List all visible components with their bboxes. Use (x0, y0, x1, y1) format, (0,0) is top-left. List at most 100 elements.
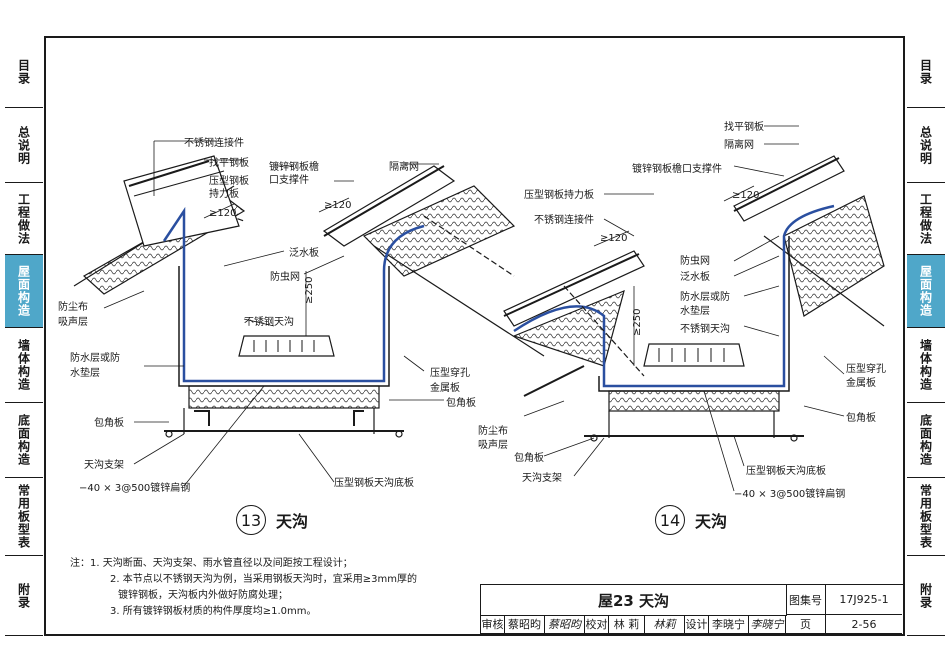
label-14n: 防尘布 (478, 424, 508, 437)
drawing-frame (44, 36, 905, 636)
detail-13-labels: 不锈钢连接件 找平钢板 压型钢板 持力板 镀锌钢板檐 口支撑件 隔离网 泛水板 … (58, 136, 476, 494)
nav-tab-1[interactable]: 总说明 (907, 108, 945, 183)
nav-tab-7[interactable]: 附录 (5, 556, 43, 636)
nav-tab-label: 工程做法 (16, 192, 31, 245)
checker-signature: 林莉 (645, 615, 685, 634)
label-13d: 持力板 (209, 187, 239, 200)
nav-tab-label: 底面构造 (16, 414, 31, 466)
nav-tab-1[interactable]: 总说明 (5, 108, 43, 183)
label-14q: 天沟支架 (522, 471, 562, 484)
label-13f: 口支撑件 (269, 173, 309, 186)
left-nav: 目录总说明工程做法屋面构造墙体构造底面构造常用板型表附录 (5, 36, 43, 636)
dim-14b: ≥120 (600, 233, 627, 244)
nav-tab-6[interactable]: 常用板型表 (907, 478, 945, 556)
detail-13-drawing (73, 140, 545, 487)
label-14e: 不锈钢连接件 (534, 213, 594, 226)
nav-tab-4[interactable]: 墙体构造 (5, 328, 43, 403)
label-14s: −40 × 3@500镀锌扁钢 (734, 487, 845, 500)
reviewer-signature: 蔡昭昀 (545, 615, 585, 634)
right-nav: 目录总说明工程做法屋面构造墙体构造底面构造常用板型表附录 (907, 36, 945, 636)
nav-tab-3[interactable]: 屋面构造 (907, 255, 945, 328)
detail-14-number: 14 (655, 505, 685, 535)
label-13l: 不锈钢天沟 (244, 315, 294, 328)
nav-tab-2[interactable]: 工程做法 (907, 183, 945, 255)
dim-13a: ≥120 (209, 208, 236, 219)
label-14c: 镀锌钢板檐口支撑件 (632, 162, 722, 175)
label-13c: 压型钢板 (209, 174, 249, 187)
detail-13-title: 天沟 (276, 512, 309, 531)
nav-tab-6[interactable]: 常用板型表 (5, 478, 43, 556)
label-14j: 不锈钢天沟 (680, 322, 730, 335)
detail-13-caption: 13 天沟 (236, 505, 308, 535)
detail-drawing: 不锈钢连接件 找平钢板 压型钢板 持力板 镀锌钢板檐 口支撑件 隔离网 泛水板 … (58, 120, 886, 500)
label-13s: 天沟支架 (84, 458, 124, 471)
nav-tab-label: 屋面构造 (16, 265, 31, 317)
nav-tab-0[interactable]: 目录 (5, 36, 43, 108)
detail-14-title: 天沟 (695, 512, 728, 531)
note-line: 3. 所有镀锌钢板材质的构件厚度均≥1.0mm。 (110, 606, 317, 617)
nav-tab-label: 常用板型表 (16, 484, 31, 549)
nav-tab-7[interactable]: 附录 (907, 556, 945, 636)
note-line: 2. 本节点以不锈钢天沟为例，当采用钢板天沟时，宜采用≥3mm厚的 (110, 574, 417, 585)
nav-tab-label: 附录 (918, 582, 933, 609)
designer-signature: 李晓宁 (749, 615, 786, 634)
label-14i: 水垫层 (680, 304, 710, 317)
label-14g: 泛水板 (680, 270, 710, 283)
dim-14a: ≥120 (732, 190, 759, 201)
label-14p: 包角板 (514, 451, 544, 464)
nav-tab-label: 目录 (16, 58, 31, 85)
label-13j: 防尘布 (58, 300, 88, 313)
nav-tab-4[interactable]: 墙体构造 (907, 328, 945, 403)
label-13k: 吸声层 (58, 315, 88, 328)
label-14d: 压型钢板持力板 (524, 188, 594, 201)
label-14a: 找平钢板 (724, 120, 764, 133)
detail-13-number: 13 (236, 505, 266, 535)
label-14f: 防虫网 (680, 254, 710, 267)
nav-tab-3[interactable]: 屋面构造 (5, 255, 43, 328)
atlas-label: 图集号 (786, 585, 826, 615)
label-14r: 压型钢板天沟底板 (746, 464, 826, 477)
label-13o: 压型穿孔 (430, 366, 470, 379)
title-block: 屋23 天沟 图集号 17J925-1 审核 蔡昭昀 蔡昭昀 校对 林 莉 林莉… (480, 584, 903, 634)
notes: 注：1. 天沟断面、天沟支架、雨水管直径以及间距按工程设计； 2. 本节点以不锈… (70, 556, 417, 620)
detail-14-labels: 找平钢板 隔离网 镀锌钢板檐口支撑件 压型钢板持力板 不锈钢连接件 防虫网 泛水… (478, 120, 886, 500)
label-14o: 吸声层 (478, 438, 508, 451)
nav-tab-5[interactable]: 底面构造 (5, 403, 43, 478)
designer: 李晓宁 (709, 615, 749, 634)
reviewer: 蔡昭昀 (505, 615, 545, 634)
label-14l: 金属板 (846, 376, 876, 389)
dim-13c: ≥250 (304, 277, 315, 304)
nav-tab-5[interactable]: 底面构造 (907, 403, 945, 478)
label-13t: −40 × 3@500镀锌扁钢 (79, 481, 190, 494)
label-14b: 隔离网 (724, 138, 754, 151)
label-13n: 水垫层 (70, 366, 100, 379)
nav-tab-0[interactable]: 目录 (907, 36, 945, 108)
label-14h: 防水层或防 (680, 290, 730, 303)
nav-tab-label: 工程做法 (918, 192, 933, 245)
note-line: 镀锌钢板，天沟板内外做好防腐处理； (118, 590, 288, 601)
detail-14-drawing (503, 125, 885, 492)
page-number: 2-56 (826, 615, 902, 634)
nav-tab-label: 总说明 (918, 125, 933, 165)
label-14m: 包角板 (846, 411, 876, 424)
atlas-number: 17J925-1 (826, 585, 902, 615)
label-13g: 隔离网 (389, 160, 419, 173)
nav-tab-label: 常用板型表 (918, 484, 933, 549)
page-label: 页 (786, 615, 826, 634)
nav-tab-2[interactable]: 工程做法 (5, 183, 43, 255)
label-13a: 不锈钢连接件 (184, 136, 244, 149)
label-13m: 防水层或防 (70, 351, 120, 364)
label-13r: 包角板 (446, 396, 476, 409)
drawing-title: 屋23 天沟 (481, 585, 787, 616)
nav-tab-label: 目录 (918, 58, 933, 85)
dim-14c: ≥250 (632, 309, 643, 336)
design-label: 设计 (685, 615, 709, 634)
label-13q: 包角板 (94, 416, 124, 429)
dim-13b: ≥120 (324, 200, 351, 211)
label-13u: 压型钢板天沟底板 (334, 476, 414, 489)
checker: 林 莉 (609, 615, 645, 634)
detail-14-caption: 14 天沟 (655, 505, 727, 535)
review-label: 审核 (481, 615, 505, 634)
label-13i: 防虫网 (270, 270, 300, 283)
nav-tab-label: 附录 (16, 582, 31, 609)
